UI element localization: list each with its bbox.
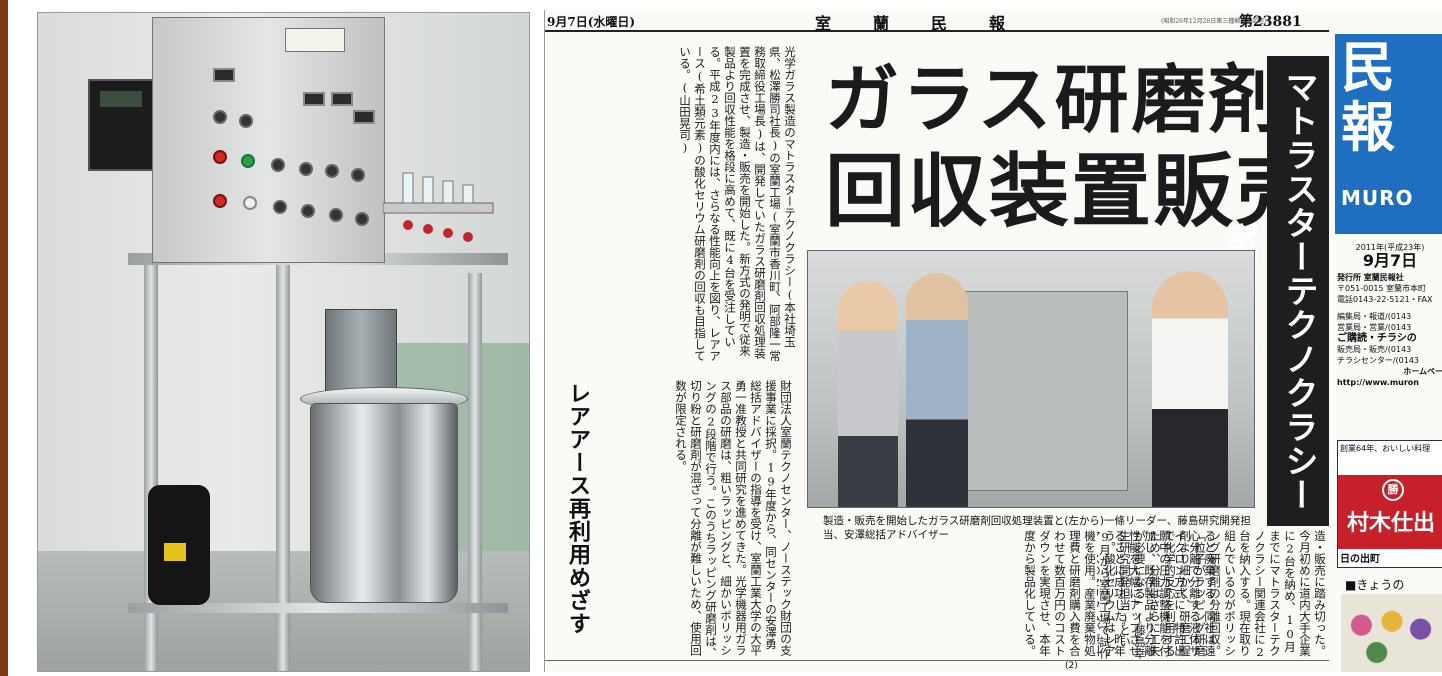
masthead-date: 9月7日 [1362,251,1418,270]
article-body-left: 財団法人室蘭テクノセンター、ノーステック財団の支援事業に採択。19年度から、同セ… [674,380,793,659]
subheadline: レアアース再利用めざす [565,382,590,635]
frame-beam [128,603,508,613]
founded-year: 2011年(平成23年) [1355,243,1425,252]
switch-knob [273,200,287,214]
person-left [838,281,898,507]
advertisement: 創業64年、おいしい料理 勝 村木仕出 日の出町 [1337,440,1442,568]
dept-line: 販売局・販売/(0143 [1337,345,1412,354]
article-lead: 光学ガラス製造のマトラスターテクノクラシー(本社埼玉県、松澤勝司社長)の室蘭工場… [678,46,797,362]
switch-knob [299,162,313,176]
switch-knob [239,114,253,128]
dept-line: http://www.muron [1337,378,1419,387]
phone: 電話0143-22-5121・FAX [1337,295,1433,304]
ad-seal: 勝 [1382,479,1404,501]
today-photo [1341,594,1442,672]
photo-caption: 製造・販売を開始したガラス研磨剤回収処理装置と(左から)一條リーダー、藤島研究開… [823,515,1251,541]
stirrer-motor [325,309,397,391]
meter [303,92,325,106]
headline-line-2: 回収装置販売 [825,145,1317,238]
switch-knob [355,212,369,226]
switch-knob [301,204,315,218]
red-button [213,194,227,208]
address: 〒051-0015 室蘭市本町 [1337,284,1427,293]
name-plate [285,28,345,52]
ad-name: 村木仕出 [1346,511,1435,536]
dept-line: 編集局・報道/(0143 [1337,312,1412,321]
pump-motor [148,485,210,605]
inverter-unit [88,79,154,171]
switch-knob [351,168,365,182]
meter [331,92,353,106]
switch-knob [271,158,285,172]
person-center [906,273,968,507]
switch-knob [329,208,343,222]
page-folio: (2) [1065,661,1078,671]
masthead-info: 2011年(平成23年) 9月7日 発行所 室蘭民報社 〒051-0015 室蘭… [1337,242,1442,388]
stainless-tank [310,403,458,603]
control-cabinet [152,17,385,263]
page-header: 9月7日(水曜日) 室蘭民報 (昭和26年12月28日第三種郵便物認可) 第23… [545,10,1329,33]
publisher: 発行所 室蘭民報社 [1337,273,1404,282]
company-sidebar-title: マトラスターテクノクラシー室蘭工場 [1220,56,1329,526]
dept-line: 営業局・営業/(0143 [1337,323,1412,332]
left-border [0,0,8,676]
page-date: 9月7日(水曜日) [547,15,636,29]
masthead-title: 民報 [1341,36,1403,159]
news-photo [807,250,1255,508]
dept-line: ホームペー [1403,367,1442,376]
ad-tagline: 創業64年、おいしい料理 [1340,444,1431,453]
issue-number: 第23881 [1239,14,1302,30]
headline: ガラス研磨剤 回収装置販売 [825,54,1317,238]
red-button [213,150,227,164]
newspaper-clipping: 9月7日(水曜日) 室蘭民報 (昭和26年12月28日第三種郵便物認可) 第23… [544,10,1442,672]
newspaper-masthead: 民報 MURO [1335,34,1442,234]
green-button [241,154,255,168]
frame-post [276,253,290,671]
registration-note: (昭和26年12月28日第三種郵便物認可) [1161,18,1267,25]
valve-manifold [383,172,494,242]
article-body-mid: ると廃棄する。同社は遠心分離で分離する液体サイクロン方式に、特許出願中の圧力調整… [1023,530,1217,659]
masthead-roman: MURO [1341,186,1414,210]
person-right [1152,271,1228,507]
today-label: ■きょうの [1345,578,1405,592]
meter [353,110,375,124]
apparatus-photo [37,12,530,672]
ad-location: 日の出町 [1340,554,1380,565]
dept-line: ご購読・チラシの [1337,333,1417,344]
dept-line: チラシセンター/(0143 [1337,356,1420,365]
headline-line-1: ガラス研磨剤 [825,57,1286,143]
article-body-right: 造・販売に踏み切った。今月初めに道内大手企業に2台を納め、10月までにマトラスタ… [1097,530,1327,659]
switch-knob [213,110,227,124]
white-button [243,196,257,210]
meter [213,68,235,82]
paper-name: 室蘭民報 [815,14,1048,33]
apparatus [958,291,1128,491]
switch-knob [325,164,339,178]
ad-banner: 勝 村木仕出 [1338,475,1442,549]
page-footer: (2) [545,660,1329,672]
frame-post [468,273,482,671]
